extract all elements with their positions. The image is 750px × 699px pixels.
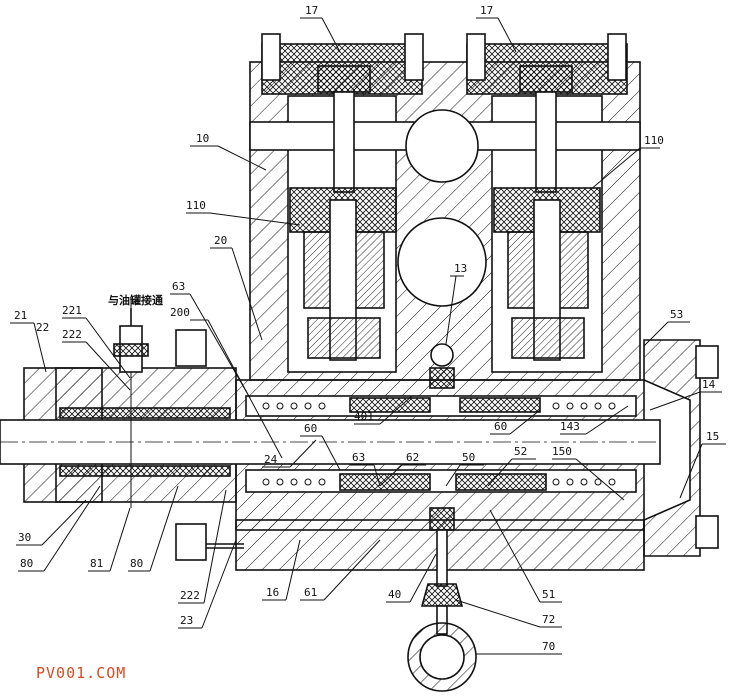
label-17-right: 17 <box>480 4 493 17</box>
lower-pipe-inner <box>419 634 465 680</box>
bolt <box>261 33 281 81</box>
label-81: 81 <box>90 557 103 570</box>
label-23: 23 <box>180 614 193 627</box>
label-10: 10 <box>196 132 209 145</box>
lower-ball <box>397 217 487 307</box>
label-63-lower: 63 <box>352 451 365 464</box>
lower-chamber <box>245 469 637 493</box>
seal-pack-lower-right <box>455 473 547 491</box>
label-16: 16 <box>266 586 279 599</box>
label-221: 221 <box>62 304 82 317</box>
seal-pack-upper-right <box>459 397 541 413</box>
left-seal-lower <box>59 465 231 477</box>
label-143: 143 <box>560 420 580 433</box>
label-60-left: 60 <box>304 422 317 435</box>
label-24: 24 <box>264 453 278 466</box>
label-13: 13 <box>454 262 467 275</box>
label-110-left: 110 <box>186 199 206 212</box>
label-200: 200 <box>170 306 190 319</box>
spring-coils <box>262 402 616 486</box>
left-valve-head <box>317 65 371 93</box>
label-17-left: 17 <box>305 4 318 17</box>
leader-lines <box>10 17 726 655</box>
right-valve-stem <box>535 91 557 193</box>
label-51: 51 <box>542 588 555 601</box>
label-62: 62 <box>406 451 419 464</box>
label-50: 50 <box>462 451 475 464</box>
label-222-lower: 222 <box>180 589 200 602</box>
label-52: 52 <box>514 445 527 458</box>
label-53: 53 <box>670 308 683 321</box>
side-nut-lower <box>175 523 207 561</box>
label-14: 14 <box>702 378 716 391</box>
label-60-right: 60 <box>494 420 507 433</box>
label-80-right: 80 <box>130 557 143 570</box>
right-valve-head <box>519 65 573 93</box>
label-30: 30 <box>18 531 31 544</box>
label-40: 40 <box>388 588 401 601</box>
label-150: 150 <box>552 445 572 458</box>
bolt <box>404 33 424 81</box>
left-valve-stem <box>333 91 355 193</box>
check-ball <box>430 343 454 367</box>
label-222-upper: 222 <box>62 328 82 341</box>
lower-valve-seat <box>429 507 455 531</box>
label-70: 70 <box>542 640 555 653</box>
label-401: 401 <box>354 410 374 423</box>
label-72: 72 <box>542 613 555 626</box>
lower-valve-stem <box>436 529 448 587</box>
label-22: 22 <box>36 321 49 334</box>
watermark: PV001.COM <box>36 664 126 682</box>
left-seal-upper <box>59 407 231 419</box>
label-21: 21 <box>14 309 27 322</box>
lower-fitting <box>420 583 464 607</box>
seal-pack-upper <box>349 397 431 413</box>
label-63-upper: 63 <box>172 280 185 293</box>
right-guide <box>511 317 585 359</box>
seal-pack-lower <box>339 473 431 491</box>
right-bolt-top <box>695 345 719 379</box>
label-80-left: 80 <box>20 557 33 570</box>
bolt <box>466 33 486 81</box>
label-20: 20 <box>214 234 227 247</box>
right-bolt-bottom <box>695 515 719 549</box>
side-nut-upper <box>175 329 207 367</box>
upper-ball <box>405 109 479 183</box>
oil-tank-connection-note: 与油罐接通 <box>108 293 163 307</box>
label-61: 61 <box>304 586 317 599</box>
bolt <box>607 33 627 81</box>
label-110-right: 110 <box>644 134 664 147</box>
label-15: 15 <box>706 430 719 443</box>
left-guide <box>307 317 381 359</box>
